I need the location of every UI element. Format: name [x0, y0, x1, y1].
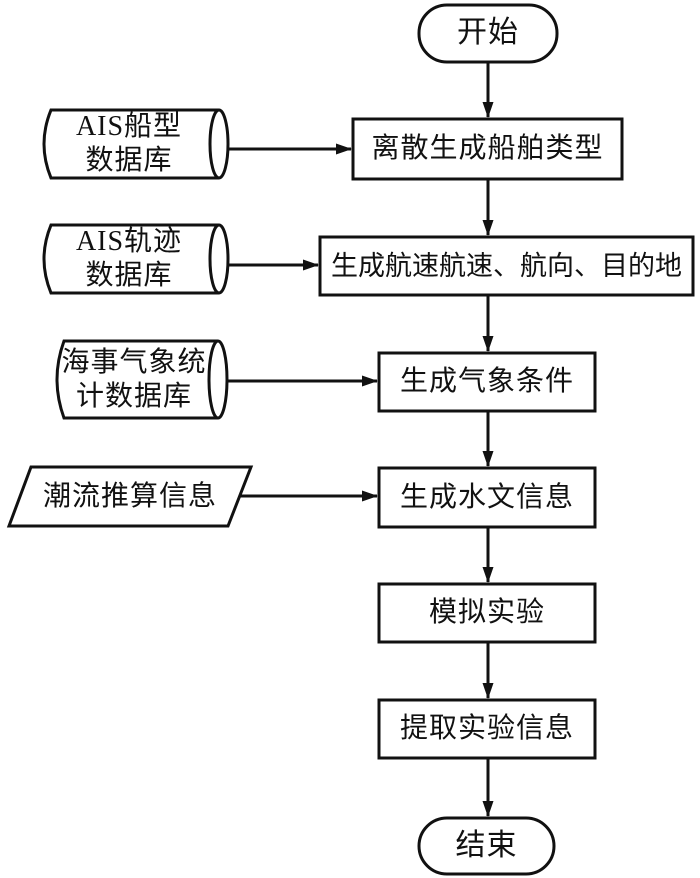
- parallelogram-tidal-info-shape: [6, 465, 254, 528]
- process-box-extract-info: [377, 698, 597, 760]
- process-box-discrete-ship-type: [351, 117, 624, 181]
- process-box-hydrology: [377, 466, 597, 529]
- cylinder-ais-ship-type-shape: [42, 108, 230, 180]
- process-box-simulation: [377, 582, 597, 644]
- cylinder-maritime-weather-cap: [207, 339, 219, 420]
- cylinder-maritime-weather-shape: [55, 339, 229, 420]
- process-box-weather: [377, 351, 597, 413]
- cylinder-ais-ship-type-cap: [208, 108, 220, 180]
- end-terminator-shape: [417, 816, 556, 876]
- cylinder-ais-track-cap: [208, 223, 220, 295]
- process-box-speed-course-destination: [318, 235, 695, 297]
- cylinder-ais-track-shape: [42, 223, 230, 295]
- start-terminator-shape: [417, 3, 559, 64]
